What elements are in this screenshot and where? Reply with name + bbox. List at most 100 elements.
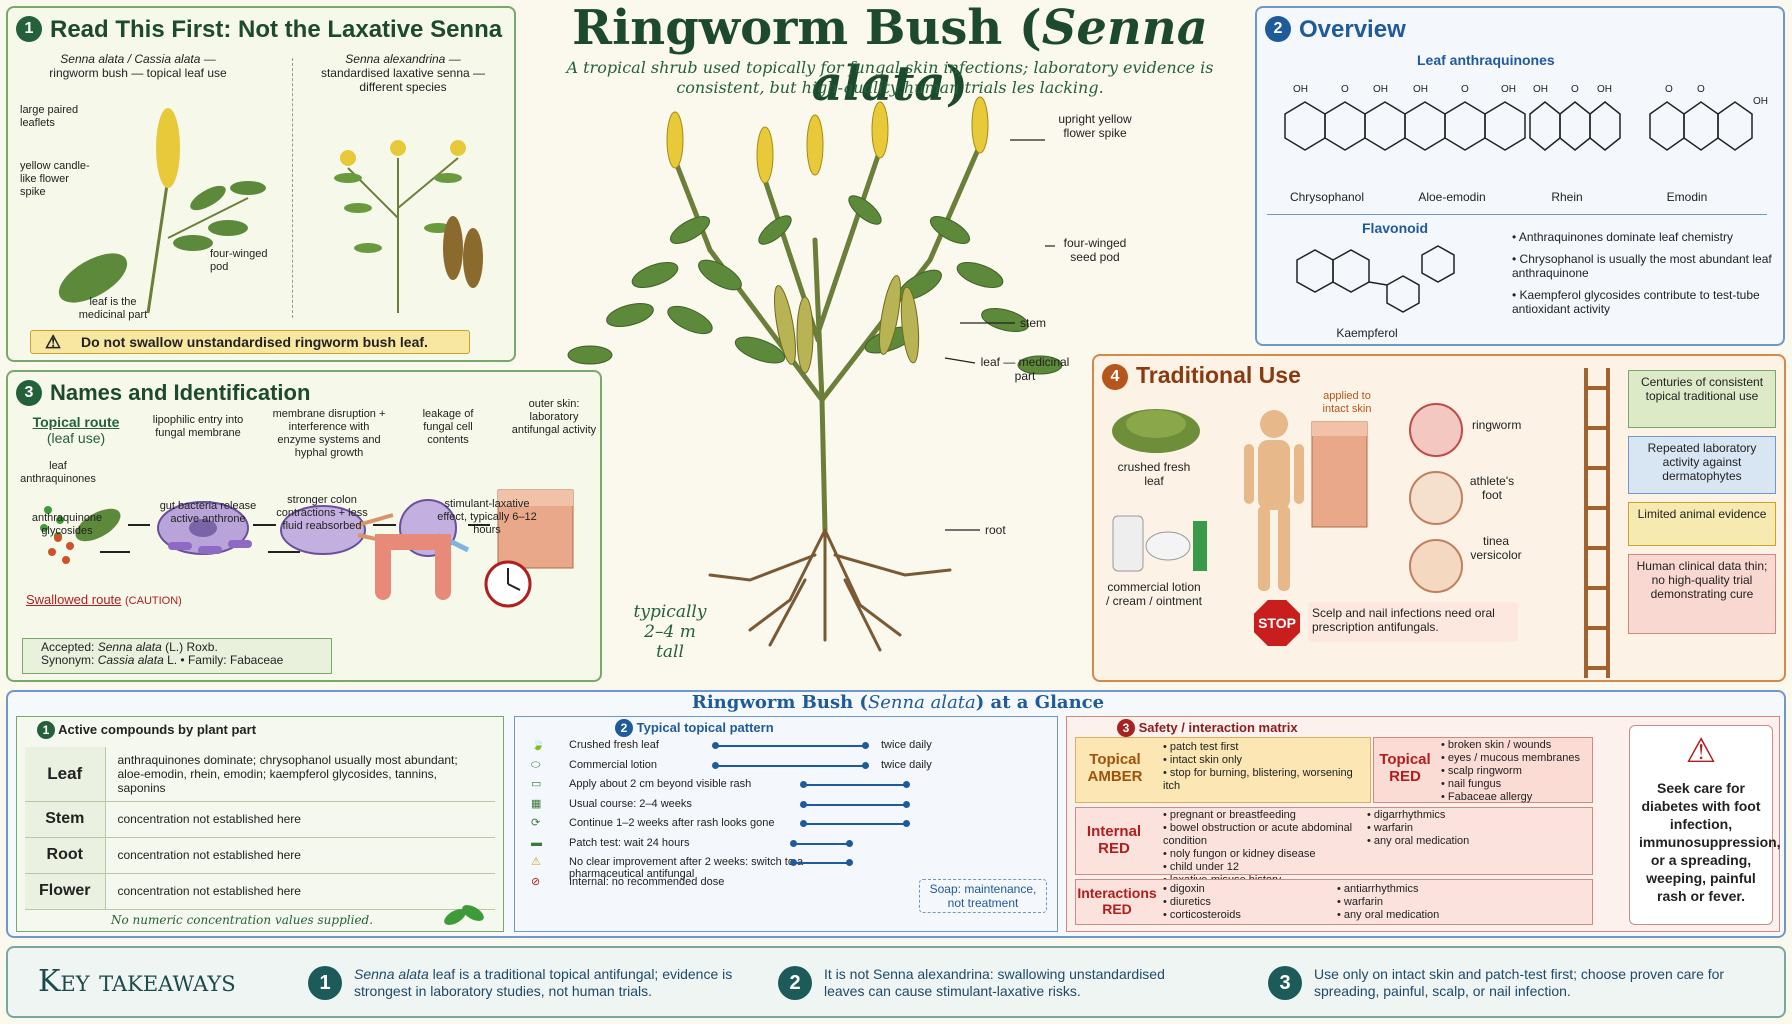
pattern-row: ⊘Internal: no recommended dose xyxy=(531,875,725,888)
lotion-products xyxy=(1112,515,1207,572)
section-title: Typical topical pattern xyxy=(636,720,774,735)
seed-pod xyxy=(878,275,902,355)
compound-rhein: Rhein xyxy=(1551,190,1583,204)
warning-banner: ⚠ Do not swallow unstandardised ringworm… xyxy=(30,330,470,354)
list-internal-red-2: • digarrhythmics• warfarin• any oral med… xyxy=(1367,809,1470,847)
svg-text:O: O xyxy=(1571,84,1579,95)
lotion-label: commercial lotion / cream / ointment xyxy=(1105,580,1203,608)
evidence-level-4: Human clinical data thin; no high-qualit… xyxy=(1628,554,1776,634)
ringworm-icon xyxy=(1409,403,1463,457)
topical-route-label: Topical route(leaf use) xyxy=(32,414,120,446)
duration-bar xyxy=(800,820,911,827)
crushed-leaf-pile xyxy=(1112,409,1200,453)
step-outer-skin: outer skin: laboratory antifungal activi… xyxy=(511,398,597,436)
lotion-icon: ⬭ xyxy=(531,758,541,771)
cell-topical-amber xyxy=(1075,737,1371,803)
duration-bar xyxy=(800,781,911,788)
senna-alexandrina-drawing xyxy=(334,140,483,313)
duration-bar xyxy=(790,859,854,866)
leaf-icon xyxy=(444,905,484,925)
label-stem: stem xyxy=(1020,316,1047,330)
athletes-foot-icon xyxy=(1409,471,1463,525)
panel-at-a-glance: Ringworm Bush (Senna alata) at a Glance … xyxy=(6,690,1786,938)
human-figure xyxy=(1244,410,1304,591)
list-topical-amber: • patch test first• intact skin only• st… xyxy=(1163,741,1353,792)
svg-text:O: O xyxy=(1461,84,1469,95)
svg-text:OH: OH xyxy=(1533,84,1548,95)
section-number: 2 xyxy=(615,719,633,737)
duration-bar xyxy=(712,742,869,749)
step-gut-bacteria: gut bacteria release active anthrone xyxy=(159,500,257,525)
panel-traditional-use: 4 Traditional Use crushed fresh leaf com… xyxy=(1092,354,1786,682)
compounds-note: No numeric concentration values supplied… xyxy=(111,913,374,927)
label-topical-amber: Topical AMBER xyxy=(1087,751,1143,785)
condition-ringworm: ringworm xyxy=(1472,418,1522,432)
svg-text:OH: OH xyxy=(1373,84,1388,95)
takeaway-3: 3 Use only on intact skin and patch-test… xyxy=(1268,966,1748,1000)
list-internal-red: • pregnant or breastfeeding• bowel obstr… xyxy=(1163,809,1353,886)
step-leakage: leakage of fungal cell contents xyxy=(422,408,474,446)
compound-aloe-emodin: Aloe-emodin xyxy=(1418,190,1486,204)
height-note: typically 2–4 m tall xyxy=(633,602,707,662)
stop-text: Scelp and nail infections need oral pres… xyxy=(1308,602,1518,642)
bandage-icon: ▬ xyxy=(531,836,542,849)
label-leaflets: large paired leaflets xyxy=(20,104,79,129)
svg-text:OH: OH xyxy=(1753,96,1768,107)
swallowed-route-diagram xyxy=(48,534,532,608)
key-takeaways-bar: Key takeaways 1 Senna alata leaf is a tr… xyxy=(6,946,1786,1018)
label-leaf: leaf — medicinal part xyxy=(980,355,1070,383)
pattern-row: ⚠No clear improvement after 2 weeks: swi… xyxy=(525,856,1045,880)
list-interactions: • digoxin• diuretics• corticosteroids xyxy=(1163,883,1241,921)
svg-text:O: O xyxy=(1665,84,1673,95)
label-seed-pod: four-winged seed pod xyxy=(1063,236,1127,264)
takeaway-number: 1 xyxy=(308,966,342,1000)
divider xyxy=(292,58,293,318)
accepted-name-box: Accepted: Senna alata (L.) Roxb. Synonym… xyxy=(22,638,332,674)
cell-interactions-red xyxy=(1075,879,1593,925)
panel-number: 1 xyxy=(16,16,42,42)
duration-bar xyxy=(800,800,911,808)
svg-text:OH: OH xyxy=(1293,84,1308,95)
warning-icon: ⚠ xyxy=(45,332,62,352)
leaflet xyxy=(669,216,711,244)
seek-care-text: Seek care for diabetes with foot infecti… xyxy=(1639,780,1781,904)
evidence-level-3: Limited animal evidence xyxy=(1628,502,1776,546)
label-root: root xyxy=(985,523,1006,537)
senna-alata-drawing xyxy=(58,108,266,314)
flower-spike-icon xyxy=(156,108,180,188)
compound-kaempferol: Kaempferol xyxy=(1336,326,1398,340)
bullet-item: • Anthraquinones dominate leaf chemistry xyxy=(1512,230,1733,244)
swallowed-route-label: Swallowed route (CAUTION) xyxy=(26,592,182,607)
evidence-ladder xyxy=(1584,368,1610,678)
condition-tinea: tinea versicolor xyxy=(1470,534,1522,562)
list-interactions-2: • antiarrhythmics• warfarin• any oral me… xyxy=(1337,883,1440,921)
overview-bullets: • Anthraquinones dominate leaf chemistry… xyxy=(1512,230,1772,316)
bullet-item: • Kaempferol glycosides contribute to te… xyxy=(1512,288,1760,316)
section-title: Safety / interaction matrix xyxy=(1138,720,1298,735)
part-label: Leaf xyxy=(25,747,106,802)
panel-title: Names and Identification xyxy=(50,380,311,405)
compound-emodin: Emodin xyxy=(1666,190,1708,204)
section-number: 3 xyxy=(1117,719,1135,737)
pattern-row: ⟳Continue 1–2 weeks after rash looks gon… xyxy=(525,817,1045,835)
label-topical-red: Topical RED xyxy=(1379,751,1431,785)
ruler-icon: ▭ xyxy=(531,778,542,790)
svg-text:OH: OH xyxy=(1597,84,1612,95)
step-lipophilic-entry: lipophilic entry into fungal membrane xyxy=(152,414,244,439)
anthraquinones-heading: Leaf anthraquinones xyxy=(1417,52,1555,68)
crushed-leaf-label: crushed fresh leaf xyxy=(1117,460,1191,488)
section-topical-pattern: 2 Typical topical pattern 🍃Crushed fresh… xyxy=(514,716,1058,932)
label-flower: yellow candle-like flower spike xyxy=(20,160,90,198)
svg-text:O: O xyxy=(1697,84,1705,95)
step-glycosides: anthraquinone glycosides xyxy=(31,512,103,537)
senna-alata-heading: Senna alata / Cassia alata —ringworm bus… xyxy=(49,52,227,80)
refresh-icon: ⟳ xyxy=(531,817,541,829)
cell-internal-red xyxy=(1075,807,1593,875)
senna-alexandrina-heading: Senna alexandrina —standardised laxative… xyxy=(320,52,486,94)
root-system xyxy=(748,528,827,632)
label-medicinal-leaf: leaf is the medicinal part xyxy=(78,296,148,321)
